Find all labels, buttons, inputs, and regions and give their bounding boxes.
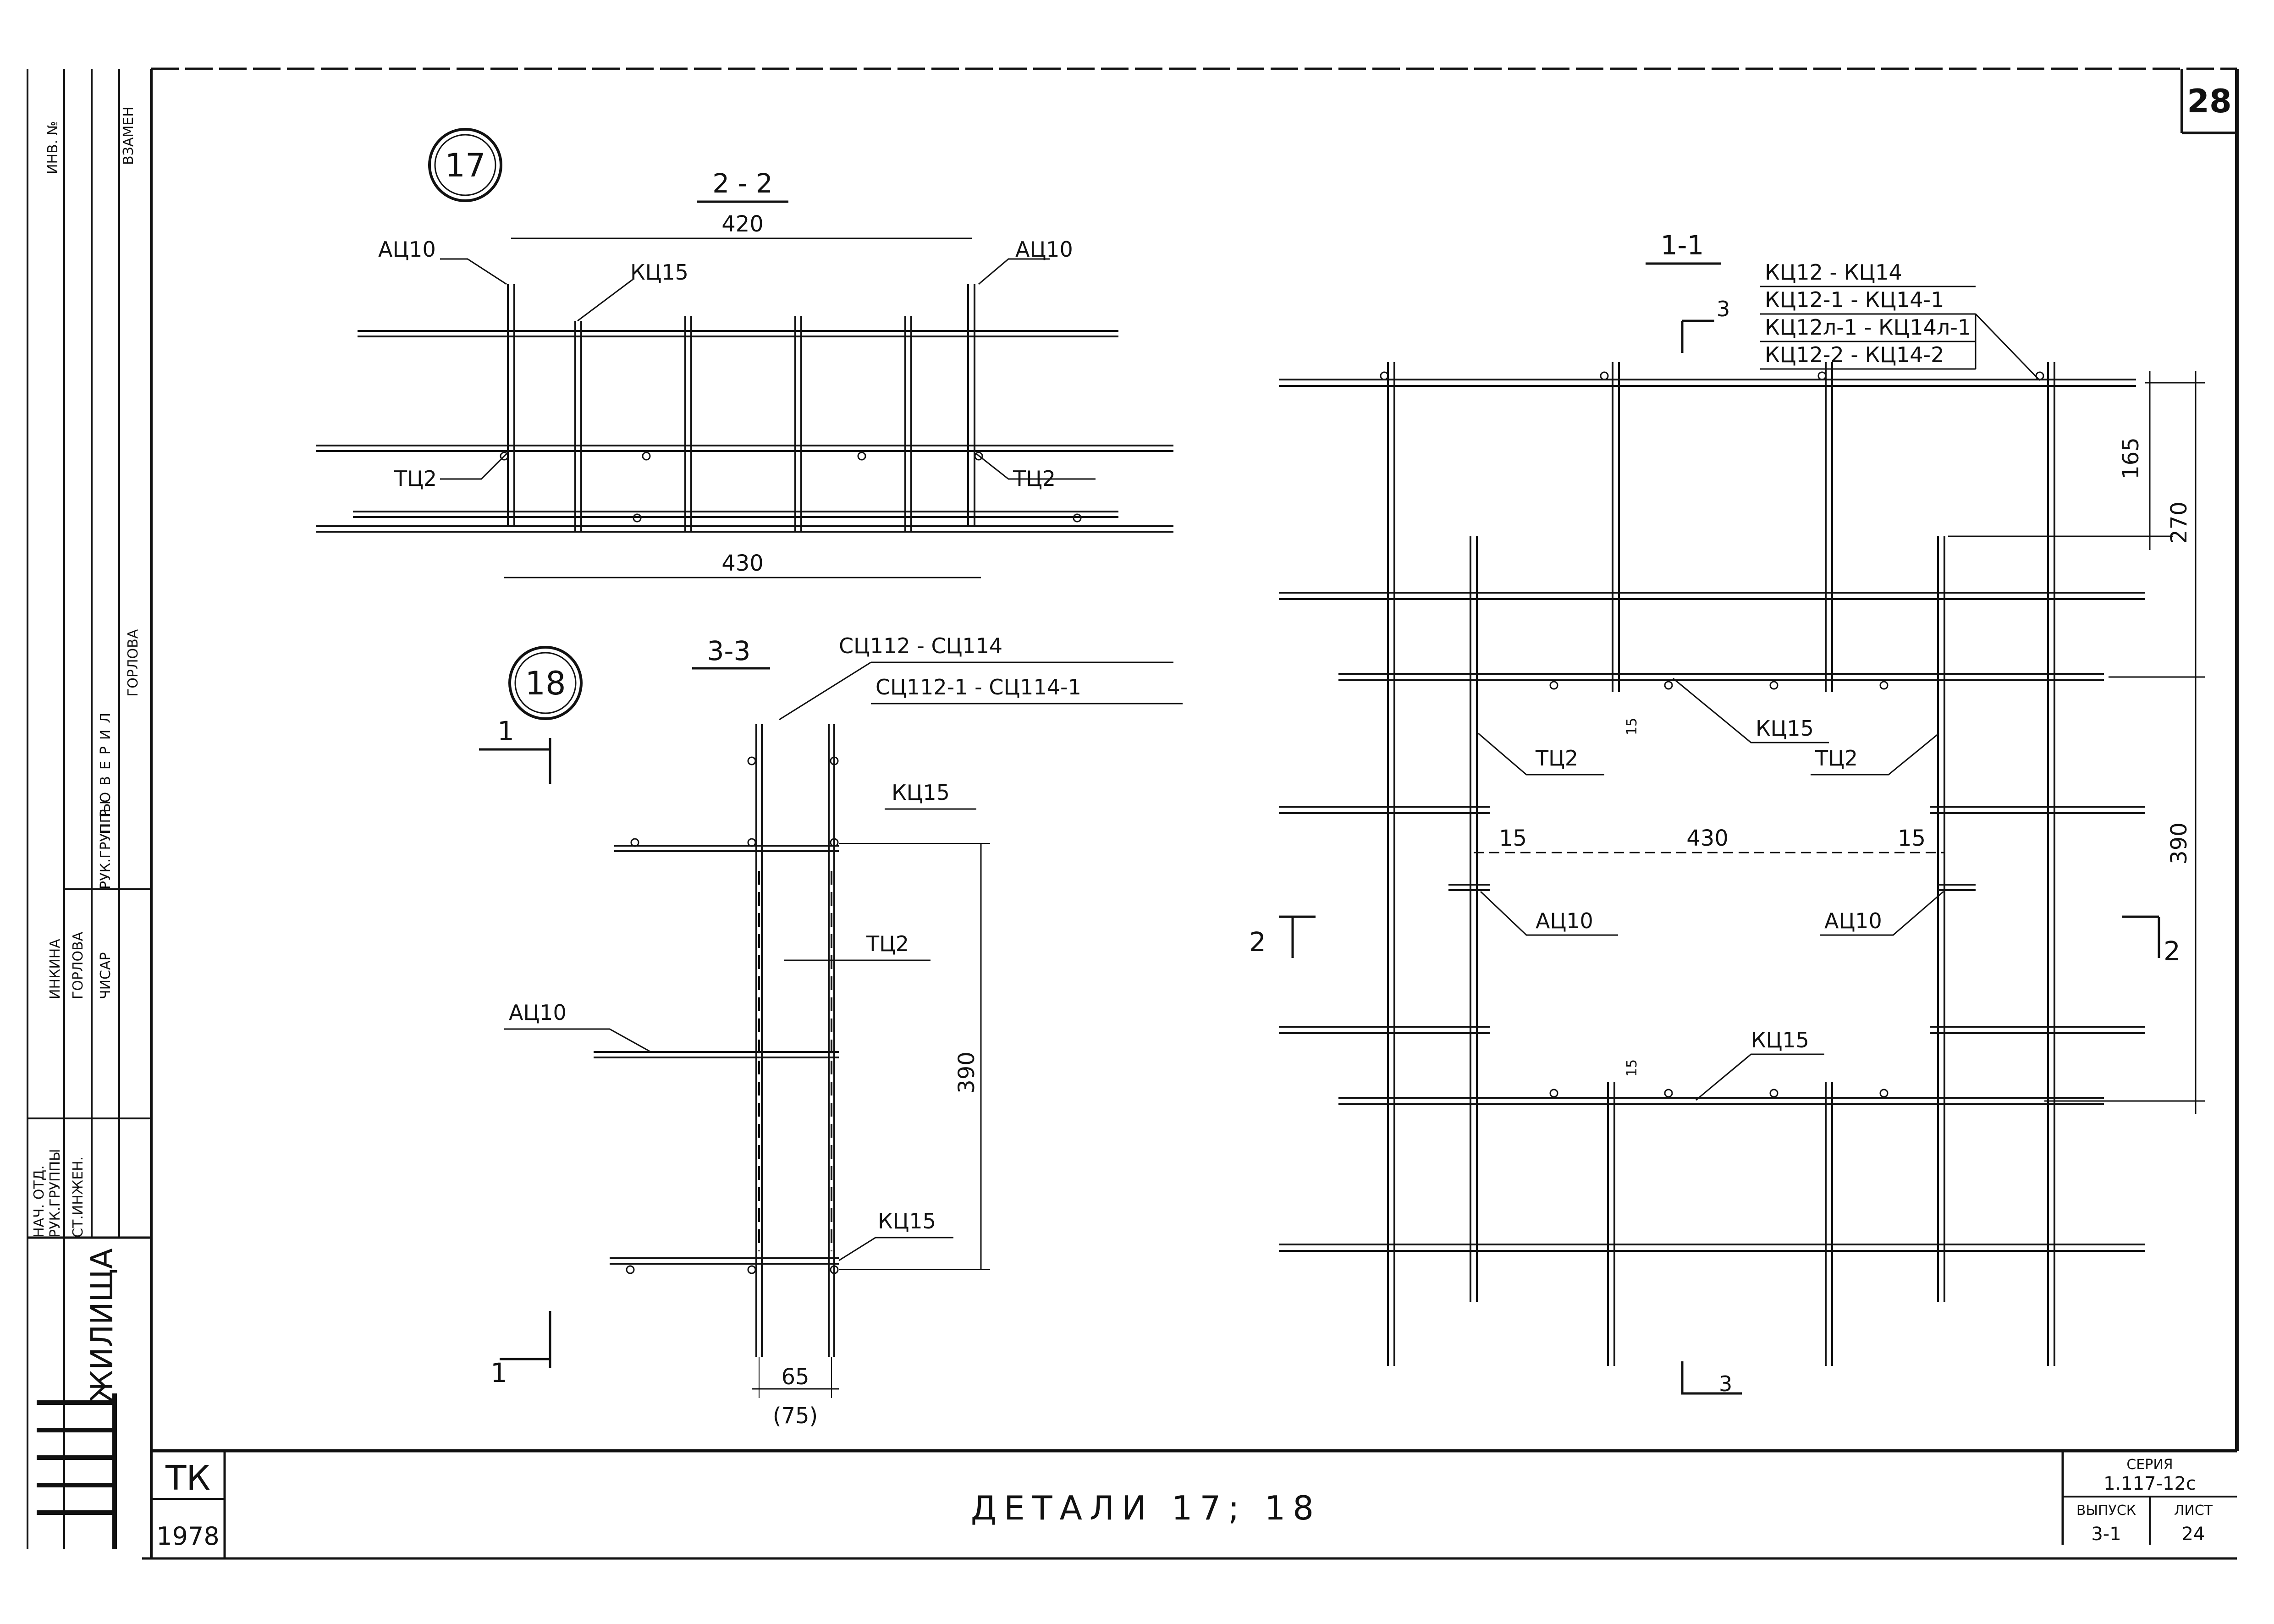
label-kc-line2: КЦ12-1 - КЦ14-1: [1765, 287, 1944, 312]
side-stamp: ИНВ. № ВЗАМЕН ПРОВЕРИЛ РУК.ГРУППЫ ГОРЛОВ…: [31, 106, 141, 1403]
section-3-3-title: 3-3: [707, 635, 751, 666]
cut-2-left: 2: [1249, 926, 1266, 958]
dim-65: 65: [781, 1364, 809, 1390]
section-1-1: 1-1 3 3 2 2 КЦ12 - КЦ14 КЦ12-1 - КЦ14-1 …: [1249, 230, 2205, 1396]
series-label: СЕРИЯ: [2126, 1457, 2173, 1473]
label-kc15-lower: КЦ15: [1751, 1028, 1809, 1052]
dim-390-detail18: 390: [954, 1051, 980, 1094]
page-label: ЛИСТ: [2174, 1503, 2213, 1519]
institute-name: ЖИЛИЩА: [84, 1248, 120, 1403]
institute-logo: [37, 1393, 117, 1549]
cut-3-top: 3: [1717, 297, 1730, 321]
label-tc2-right: ТЦ2: [1815, 746, 1858, 771]
dim-270: 270: [2166, 501, 2192, 544]
label-ac10-left: АЦ10: [378, 237, 436, 262]
detail-17-number: 17: [445, 147, 485, 184]
label-kc15-bottom: КЦ15: [878, 1209, 936, 1233]
label-ac10-right: АЦ10: [1015, 237, 1073, 262]
drawing-title: ДЕТАЛИ 17; 18: [971, 1489, 1321, 1527]
cut-3-bottom: 3: [1719, 1371, 1732, 1396]
label-kc-line4: КЦ12-2 - КЦ14-2: [1765, 342, 1944, 367]
detail-18: 18 3-3 1 1 СЦ112 - СЦ114 СЦ112-1 - СЦ114…: [479, 633, 1183, 1429]
sheet-frame: [27, 67, 2239, 1560]
stamp-name-2: ГОРЛОВА: [70, 931, 86, 999]
detail-18-number: 18: [525, 665, 566, 702]
label-tc2-left: ТЦ2: [394, 466, 437, 491]
dim-390-section11: 390: [2166, 822, 2192, 864]
dim-15-right: 15: [1898, 826, 1926, 851]
label-tc2-right: ТЦ2: [1013, 466, 1056, 491]
issue-value: 3-1: [2091, 1524, 2121, 1545]
dim-165: 165: [2118, 437, 2144, 479]
cut-2-right: 2: [2164, 936, 2180, 967]
page-value: 24: [2182, 1524, 2205, 1545]
label-tc2-left: ТЦ2: [1535, 746, 1578, 771]
dim-420: 420: [721, 211, 764, 237]
stamp-name-3: ЧИСАР: [98, 952, 114, 999]
stamp-inv: ИНВ. №: [45, 121, 61, 174]
section-2-2-title: 2 - 2: [712, 168, 773, 199]
label-kc-line1: КЦ12 - КЦ14: [1765, 260, 1902, 285]
label-ac10-left: АЦ10: [1536, 908, 1593, 933]
label-cc-line1: СЦ112 - СЦ114: [839, 633, 1002, 658]
dim-430-section11: 430: [1686, 826, 1729, 851]
detail-17-marker: [428, 128, 502, 202]
dim-15-left: 15: [1499, 826, 1527, 851]
label-ac10: АЦ10: [509, 1000, 567, 1025]
label-kc15: КЦ15: [630, 260, 688, 285]
stamp-head-group: РУК.ГРУППЫ: [98, 801, 114, 889]
stamp-replace: ВЗАМЕН: [121, 106, 137, 165]
stamp-name-1: ИНКИНА: [47, 939, 63, 999]
label-cc-line2: СЦ112-1 - СЦ114-1: [875, 675, 1081, 699]
org-code: ТК: [165, 1459, 210, 1498]
series-value: 1.117-12с: [2103, 1473, 2196, 1494]
stamp-checked: ПРОВЕРИЛ: [98, 706, 114, 834]
label-kc15-top: КЦ15: [892, 780, 950, 805]
label-ac10-right: АЦ10: [1824, 908, 1882, 933]
stamp-role-3: СТ.ИНЖЕН.: [70, 1156, 86, 1238]
cut-mark-top: 1: [497, 716, 514, 747]
stamp-checker-name: ГОРЛОВА: [125, 629, 141, 697]
issue-label: ВЫПУСК: [2076, 1503, 2136, 1519]
dim-15-upper: 15: [1624, 718, 1640, 735]
label-kc15-upper: КЦ15: [1756, 716, 1814, 741]
label-kc-line3: КЦ12л-1 - КЦ14л-1: [1765, 315, 1971, 340]
cut-mark-bottom: 1: [490, 1357, 507, 1388]
detail-17: 17 2 - 2 420 430: [316, 128, 1173, 578]
dim-75: (75): [773, 1403, 818, 1429]
dim-15-lower: 15: [1624, 1059, 1640, 1077]
label-tc2: ТЦ2: [866, 931, 909, 956]
sheet-number: 28: [2187, 83, 2231, 120]
year: 1978: [156, 1522, 219, 1551]
stamp-role-1: НАЧ. ОТД.: [31, 1165, 47, 1238]
section-1-1-title: 1-1: [1661, 230, 1704, 261]
detail-18-marker: [508, 646, 583, 720]
dim-430: 430: [721, 551, 764, 576]
stamp-role-2: РУК.ГРУППЫ: [47, 1149, 63, 1238]
